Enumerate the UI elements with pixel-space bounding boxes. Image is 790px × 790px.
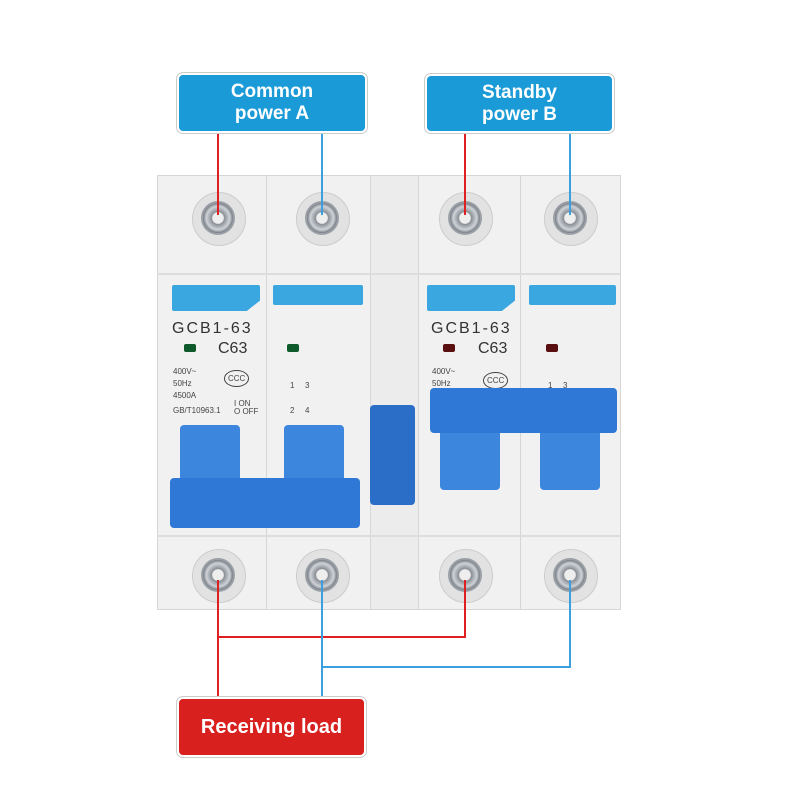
label-stripe: [172, 285, 260, 311]
label-line: power B: [482, 103, 557, 125]
on-label: I ON: [234, 399, 251, 408]
rating-label: C63: [218, 340, 248, 357]
off-label: O OFF: [234, 407, 259, 416]
status-indicator-green: [287, 344, 299, 352]
breaking-capacity-label: 4500A: [173, 391, 197, 400]
toggle-b-pole1[interactable]: [440, 430, 500, 490]
terminal-2: 2: [290, 406, 295, 415]
common-power-a-label: Common power A: [177, 73, 367, 133]
model-label: GCB1-63: [431, 320, 512, 337]
rating-label: C63: [478, 340, 508, 357]
handle-bar-b[interactable]: [430, 388, 617, 433]
label-stripe: [427, 285, 515, 311]
label-stripe: [273, 285, 363, 305]
toggle-a-pole2[interactable]: [284, 425, 344, 485]
status-indicator-red: [443, 344, 455, 352]
handle-bar-a[interactable]: [170, 478, 360, 528]
face-divider-top: [157, 273, 621, 275]
wire-blue-load: [321, 580, 571, 698]
label-line: Standby: [482, 81, 557, 103]
toggle-b-pole2[interactable]: [540, 430, 600, 490]
face-divider-bottom: [157, 535, 621, 537]
screw-icon: [448, 558, 482, 592]
terminal-1: 1: [548, 381, 553, 390]
voltage-label: 400V~: [432, 367, 456, 376]
interlock-lever[interactable]: [370, 405, 415, 505]
standard-label: GB/T10963.1: [173, 406, 221, 415]
label-stripe: [529, 285, 616, 305]
standby-power-b-label: Standby power B: [425, 74, 614, 133]
ccc-mark: CCC: [224, 370, 250, 387]
frequency-label: 50Hz: [432, 379, 451, 388]
status-indicator-green: [184, 344, 196, 352]
terminal-3: 3: [305, 381, 310, 390]
frequency-label: 50Hz: [173, 379, 192, 388]
voltage-label: 400V~: [173, 367, 197, 376]
label-line: Common: [230, 81, 314, 102]
terminal-4: 4: [305, 406, 310, 415]
breaker-a-pole2: [266, 175, 371, 610]
terminal-3: 3: [563, 381, 568, 390]
breaker-a-pole1: [157, 175, 267, 610]
interlock-module: [370, 175, 419, 610]
receiving-load-label: Receiving load: [177, 697, 366, 757]
toggle-a-pole1[interactable]: [180, 425, 240, 485]
terminal-1: 1: [290, 381, 295, 390]
model-label: GCB1-63: [172, 320, 253, 337]
wire-red-load: [217, 580, 466, 698]
status-indicator-red: [546, 344, 558, 352]
label-line: power A: [234, 103, 310, 124]
